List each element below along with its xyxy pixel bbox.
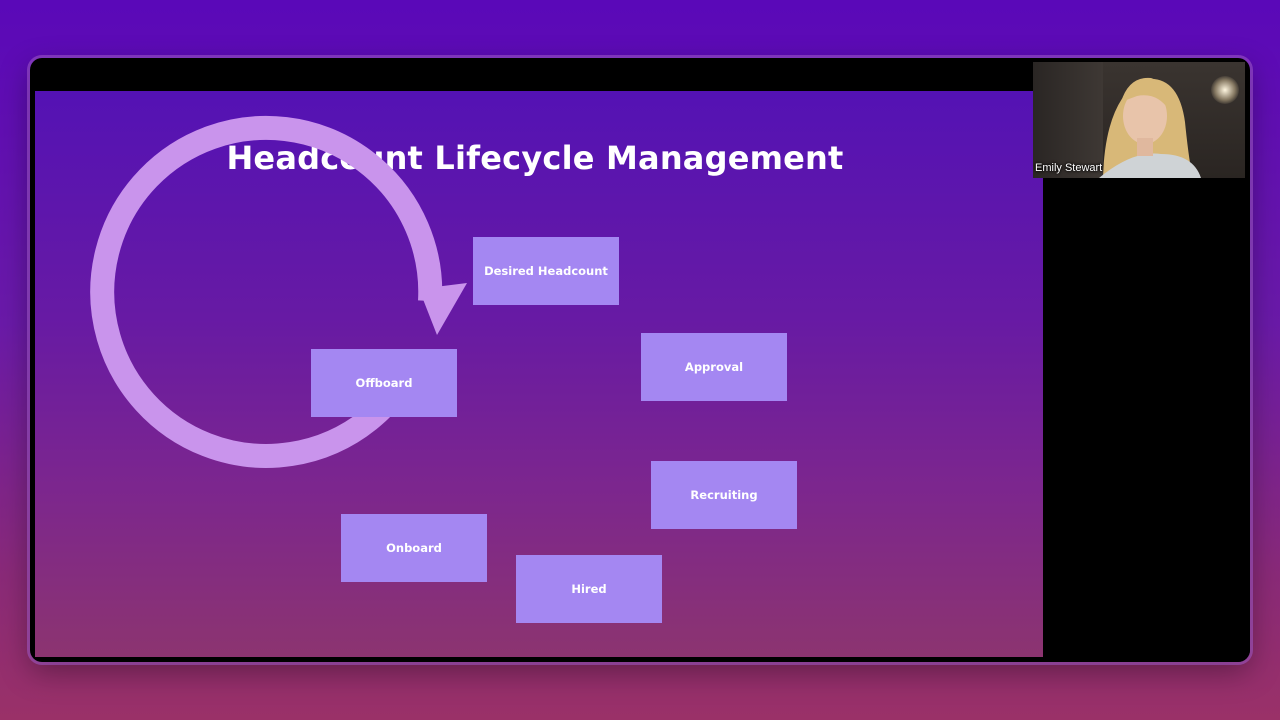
side-panel bbox=[1043, 178, 1250, 662]
cycle-arrowhead-icon bbox=[419, 283, 467, 335]
stage-offboard: Offboard bbox=[311, 349, 457, 417]
stage-desired-headcount: Desired Headcount bbox=[473, 237, 619, 305]
participant-avatar bbox=[1033, 62, 1245, 178]
stage-recruiting: Recruiting bbox=[651, 461, 797, 529]
meeting-window: Headcount Lifecycle Management Desired H… bbox=[30, 58, 1250, 662]
stage-onboard: Onboard bbox=[341, 514, 487, 582]
participant-name-label: Emily Stewart bbox=[1035, 162, 1102, 174]
stage-hired: Hired bbox=[516, 555, 662, 623]
presentation-slide: Headcount Lifecycle Management Desired H… bbox=[35, 91, 1043, 657]
participant-video-tile[interactable]: Emily Stewart bbox=[1033, 62, 1245, 178]
stage-approval: Approval bbox=[641, 333, 787, 401]
